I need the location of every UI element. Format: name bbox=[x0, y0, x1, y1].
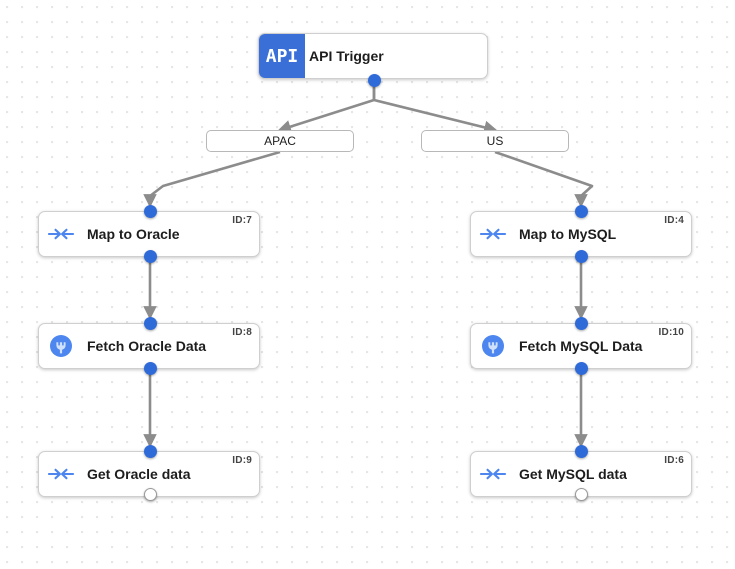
port-map-to-oracle-out[interactable] bbox=[143, 249, 157, 263]
node-label: Get MySQL data bbox=[519, 466, 627, 482]
edge[interactable] bbox=[277, 86, 376, 134]
port-get-oracle-data-out[interactable] bbox=[143, 487, 157, 501]
port-map-to-mysql-in[interactable] bbox=[574, 204, 588, 218]
branch-label-text: APAC bbox=[264, 134, 296, 148]
port-get-mysql-data-in[interactable] bbox=[574, 444, 588, 458]
node-id-badge: ID:9 bbox=[232, 455, 252, 466]
port-fetch-mysql-data-in[interactable] bbox=[574, 316, 588, 330]
node-body: Map to MySQL ID:4 bbox=[471, 212, 691, 256]
mapping-arrows-icon bbox=[471, 465, 515, 483]
mapping-arrows-icon bbox=[471, 225, 515, 243]
node-id-badge: ID:6 bbox=[664, 455, 684, 466]
node-fetch-oracle-data[interactable]: Fetch Oracle Data ID:8 bbox=[38, 323, 260, 369]
port-fetch-mysql-data-out[interactable] bbox=[574, 361, 588, 375]
node-body: Get Oracle data ID:9 bbox=[39, 452, 259, 496]
edge[interactable] bbox=[143, 150, 281, 208]
port-fetch-oracle-data-in[interactable] bbox=[143, 316, 157, 330]
node-body: Get MySQL data ID:6 bbox=[471, 452, 691, 496]
node-map-to-mysql[interactable]: Map to MySQL ID:4 bbox=[470, 211, 692, 257]
port-get-oracle-data-in[interactable] bbox=[143, 444, 157, 458]
node-label: API Trigger bbox=[309, 48, 384, 64]
node-label: Map to MySQL bbox=[519, 226, 617, 242]
port-api-trigger-out[interactable] bbox=[367, 73, 381, 87]
node-label: Get Oracle data bbox=[87, 466, 191, 482]
mapping-arrows-icon bbox=[39, 465, 83, 483]
node-body: Fetch MySQL Data ID:10 bbox=[471, 324, 691, 368]
port-fetch-oracle-data-out[interactable] bbox=[143, 361, 157, 375]
node-id-badge: ID:7 bbox=[232, 215, 252, 226]
connector-plug-icon bbox=[39, 334, 83, 358]
port-map-to-mysql-out[interactable] bbox=[574, 249, 588, 263]
port-get-mysql-data-out[interactable] bbox=[574, 487, 588, 501]
node-label: Map to Oracle bbox=[87, 226, 180, 242]
port-map-to-oracle-in[interactable] bbox=[143, 204, 157, 218]
mapping-arrows-icon bbox=[39, 225, 83, 243]
api-icon: API bbox=[259, 34, 305, 78]
edge[interactable] bbox=[372, 86, 498, 134]
branch-label-text: US bbox=[486, 134, 504, 148]
connector-plug-icon bbox=[471, 334, 515, 358]
branch-label-apac[interactable]: APAC bbox=[206, 130, 354, 152]
branch-label-us[interactable]: US bbox=[421, 130, 569, 152]
edge[interactable] bbox=[494, 150, 594, 208]
node-body: Map to Oracle ID:7 bbox=[39, 212, 259, 256]
node-id-badge: ID:4 bbox=[664, 215, 684, 226]
node-body: Fetch Oracle Data ID:8 bbox=[39, 324, 259, 368]
node-label: Fetch Oracle Data bbox=[87, 338, 207, 354]
node-id-badge: ID:8 bbox=[232, 327, 252, 338]
node-id-badge: ID:10 bbox=[658, 327, 684, 338]
node-label: Fetch MySQL Data bbox=[519, 338, 643, 354]
